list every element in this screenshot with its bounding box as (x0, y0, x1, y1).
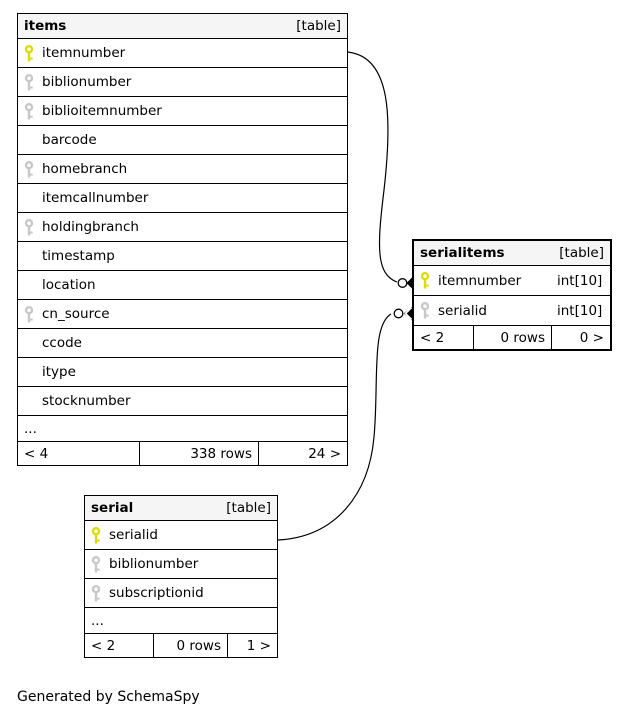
table-serial: serial [table] serialid biblionumber sub… (84, 495, 278, 658)
table-type-label: [table] (296, 18, 341, 34)
column-row-biblionumber: biblionumber (18, 68, 347, 96)
column-row-subscriptionid: subscriptionid (85, 579, 277, 607)
column-name: itype (42, 364, 76, 380)
relationship-line-items-serialitems (346, 51, 398, 283)
foreign-key-icon (420, 302, 430, 319)
generated-by-caption: Generated by SchemaSpy (17, 689, 200, 705)
related-count-right: 0 > (552, 326, 610, 349)
column-row-biblionumber: biblionumber (85, 550, 277, 578)
related-count-right: 1 > (228, 634, 277, 657)
column-name: biblioitemnumber (42, 103, 162, 119)
column-row-biblioitemnumber: biblioitemnumber (18, 97, 347, 125)
foreign-key-icon (91, 555, 101, 572)
table-items-header: items [table] (18, 14, 347, 38)
foreign-key-icon (24, 218, 34, 235)
column-name: stocknumber (42, 393, 131, 409)
relationship-zero-circle-icon (393, 308, 404, 319)
related-count-left: < 2 (414, 326, 473, 349)
primary-key-icon (420, 272, 430, 289)
column-row-timestamp: timestamp (18, 242, 347, 270)
truncated-columns-indicator: ... (85, 608, 277, 633)
column-row-homebranch: homebranch (18, 155, 347, 183)
column-row-itemcallnumber: itemcallnumber (18, 184, 347, 212)
truncated-columns-indicator: ... (18, 416, 347, 441)
column-row-serialid: serialid int[10] (414, 296, 610, 325)
foreign-key-icon (91, 584, 101, 601)
column-name: holdingbranch (42, 219, 139, 235)
column-name: serialid (109, 527, 158, 543)
column-name: homebranch (42, 161, 128, 177)
related-count-left: < 2 (85, 634, 153, 657)
table-type-label: [table] (559, 245, 604, 261)
column-name: serialid (438, 302, 487, 319)
table-items-footer: < 4 338 rows 24 > (18, 442, 347, 465)
table-serial-footer: < 2 0 rows 1 > (85, 634, 277, 657)
column-row-stocknumber: stocknumber (18, 387, 347, 415)
foreign-key-icon (24, 160, 34, 177)
column-type: int[10] (553, 296, 610, 325)
table-serialitems-header: serialitems [table] (414, 241, 610, 265)
related-count-left: < 4 (18, 442, 139, 465)
column-name: timestamp (42, 248, 115, 264)
row-count: 0 rows (474, 326, 551, 349)
column-name: location (42, 277, 96, 293)
column-row-cn_source: cn_source (18, 300, 347, 328)
related-count-right: 24 > (259, 442, 347, 465)
table-serial-header: serial [table] (85, 496, 277, 520)
column-name: itemnumber (42, 45, 126, 61)
row-count: 0 rows (154, 634, 227, 657)
table-items: items [table] itemnumber biblionumber bi… (17, 13, 348, 466)
table-serialitems-title[interactable]: serialitems (420, 245, 505, 261)
column-name: cn_source (42, 306, 110, 322)
relationship-chevron-icon (404, 306, 413, 321)
primary-key-icon (24, 44, 34, 61)
column-row-itemnumber: itemnumber int[10] (414, 266, 610, 295)
table-items-title[interactable]: items (24, 18, 67, 34)
table-serial-title[interactable]: serial (91, 500, 134, 516)
column-row-location: location (18, 271, 347, 299)
column-name: subscriptionid (109, 585, 204, 601)
column-row-itemnumber: itemnumber (18, 39, 347, 67)
column-row-barcode: barcode (18, 126, 347, 154)
column-row-holdingbranch: holdingbranch (18, 213, 347, 241)
column-row-serialid: serialid (85, 521, 277, 549)
table-type-label: [table] (226, 500, 271, 516)
column-type: int[10] (553, 266, 610, 295)
row-count: 338 rows (140, 442, 258, 465)
foreign-key-icon (24, 305, 34, 322)
column-name: ccode (42, 335, 82, 351)
foreign-key-icon (24, 73, 34, 90)
column-name: barcode (42, 132, 97, 148)
table-serialitems-footer: < 2 0 rows 0 > (414, 326, 610, 349)
column-row-itype: itype (18, 358, 347, 386)
primary-key-icon (91, 526, 101, 543)
column-name: itemnumber (438, 272, 522, 289)
column-name: biblionumber (109, 556, 199, 572)
table-serialitems: serialitems [table] itemnumber int[10] s… (412, 239, 612, 351)
relationship-zero-circle-icon (397, 278, 408, 288)
column-row-ccode: ccode (18, 329, 347, 357)
column-name: itemcallnumber (42, 190, 149, 206)
foreign-key-icon (24, 102, 34, 119)
column-name: biblionumber (42, 74, 132, 90)
